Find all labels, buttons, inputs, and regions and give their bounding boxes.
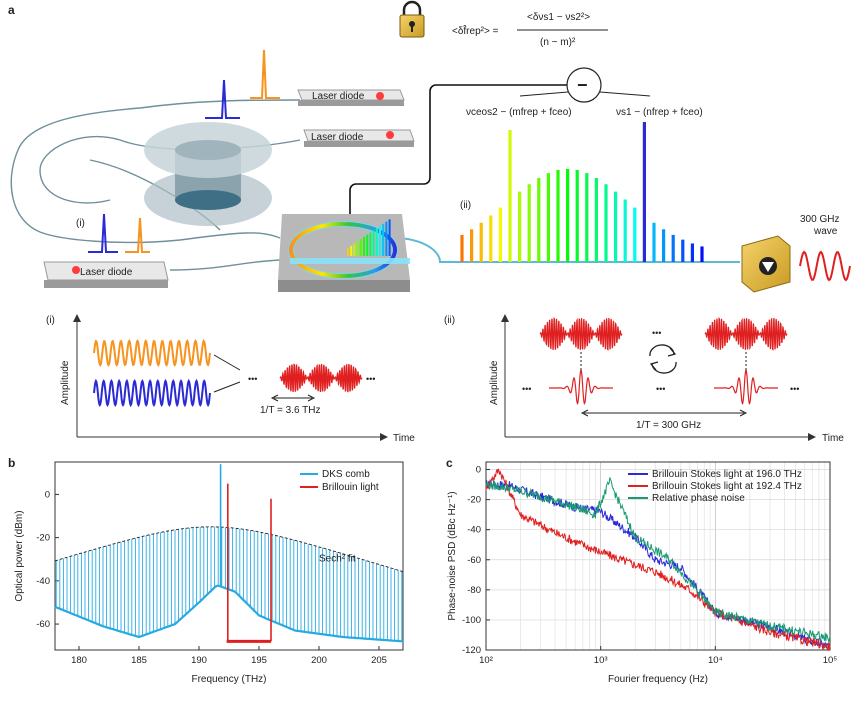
panel-ii-xlabel: Time — [822, 433, 844, 444]
legend-entry: Relative phase noise — [652, 493, 745, 504]
chart-c-ylabel: Phase-noise PSD (dBc Hz⁻¹) — [447, 491, 458, 620]
ellipsis-right-ii: ••• — [790, 384, 799, 394]
y-tick-label: -60 — [467, 555, 481, 566]
panel-i-ylabel: Amplitude — [60, 360, 71, 405]
output-label-2: wave — [813, 226, 838, 237]
y-tick-label: -40 — [36, 576, 50, 587]
laser-diode-3: Laser diode — [43, 261, 169, 288]
formula-lhs: <δf̂rep²> = — [452, 23, 499, 37]
beat-note-ii-right — [704, 317, 788, 351]
laser-spectra: (i) — [76, 49, 280, 253]
subtractor-circle: − — [566, 67, 602, 103]
x-tick-label: 10⁵ — [823, 655, 838, 666]
legend-entry: Brillouin Stokes light at 196.0 THz — [652, 469, 802, 480]
ellipsis-left-ii: ••• — [522, 384, 531, 394]
plot-frame — [485, 461, 831, 651]
psd-series-0 — [485, 480, 831, 649]
cycle-arrows-icon — [649, 344, 677, 374]
chart-b-xlabel: Frequency (THz) — [191, 674, 266, 685]
y-tick-label: -40 — [467, 525, 481, 536]
psd-series-2 — [485, 477, 831, 643]
y-tick-label: -60 — [36, 619, 50, 630]
beat-note-ii-left — [539, 317, 623, 351]
legend-entry: Brillouin Stokes light at 192.4 THz — [652, 481, 802, 492]
panel-ii: (ii) Amplitude Time ••• ••• ••• ••• 1/T … — [444, 314, 844, 444]
left-expression: νceos2 − (mfrep + fceo) — [466, 107, 572, 118]
right-expression: νs1 − (nfrep + fceo) — [616, 107, 703, 118]
period-label-i: 1/T = 3.6 THz — [260, 405, 321, 416]
chart-c-xlabel: Fourier frequency (Hz) — [608, 674, 708, 685]
period-label-ii: 1/T = 300 GHz — [636, 420, 701, 431]
laser-diode-1: Laser diode — [297, 89, 405, 106]
legend-entry: Brillouin light — [322, 482, 379, 493]
pulse-left — [549, 368, 613, 405]
photodiode — [741, 235, 791, 293]
ellipsis-left: ••• — [248, 374, 257, 384]
formula-denominator: (n − m)² — [540, 37, 576, 48]
y-tick-label: -80 — [467, 585, 481, 596]
ellipsis-top: ••• — [652, 328, 661, 338]
ellipsis-right: ••• — [366, 374, 375, 384]
comb-spectrum — [460, 122, 704, 262]
fiber-spool — [144, 122, 272, 226]
laser-diode-2-label: Laser diode — [311, 132, 364, 143]
minus-symbol: − — [577, 75, 588, 95]
chart-b: b 180 185 190 195 200 205 0 -20 -40 -60Frequency … — [8, 456, 404, 685]
y-tick-label: 0 — [45, 489, 50, 500]
y-tick-label: -20 — [36, 533, 50, 544]
panel-i-xlabel: Time — [393, 433, 415, 444]
blue-wave — [93, 378, 211, 408]
output-label-1: 300 GHz — [800, 214, 839, 225]
panel-a-label: a — [8, 3, 15, 17]
y-tick-label: -120 — [462, 645, 481, 656]
x-tick-label: 190 — [191, 655, 207, 666]
microresonator-chip — [278, 214, 410, 292]
pulse-right — [714, 368, 778, 405]
x-tick-label: 195 — [251, 655, 267, 666]
laser-diode-1-label: Laser diode — [312, 91, 365, 102]
x-tick-label: 200 — [311, 655, 327, 666]
x-tick-label: 10² — [479, 655, 493, 666]
formula-numerator: <δνs1 − νs2²> — [527, 12, 590, 23]
laser-diode-3-label: Laser diode — [80, 267, 133, 278]
dks-floor — [54, 584, 404, 643]
plot-frame — [54, 461, 404, 651]
feedback-cable — [349, 84, 567, 228]
marker-i: (i) — [76, 218, 85, 229]
x-tick-label: 185 — [131, 655, 147, 666]
terahertz-output-wave — [799, 250, 851, 282]
svg-text:b: b — [8, 456, 15, 470]
x-tick-label: 10³ — [594, 655, 608, 666]
orange-wave — [93, 339, 211, 367]
marker-ii: (ii) — [460, 200, 471, 211]
laser-diode-2: Laser diode — [303, 129, 415, 147]
panel-i-label: (i) — [46, 315, 55, 326]
sech2-fit-curve — [54, 526, 404, 573]
lock-icon — [399, 0, 425, 38]
sech2-annotation: Sech² fit — [319, 553, 356, 564]
x-tick-label: 205 — [371, 655, 387, 666]
x-tick-label: 180 — [71, 655, 87, 666]
y-tick-label: -20 — [467, 495, 481, 506]
panel-ii-label: (ii) — [444, 315, 455, 326]
ellipsis-mid-ii: ••• — [656, 384, 665, 394]
x-tick-label: 10⁴ — [708, 655, 723, 666]
legend-entry: DKS comb — [322, 469, 370, 480]
y-tick-label: 0 — [476, 465, 481, 476]
panel-ii-ylabel: Amplitude — [489, 360, 500, 405]
panel-i: (i) Amplitude Time ••• ••• 1/T = 3.6 THz — [46, 314, 415, 444]
arrow-right-in — [599, 91, 651, 97]
svg-text:c: c — [446, 456, 453, 470]
arrow-left-in — [519, 91, 569, 97]
chart-b-ylabel: Optical power (dBm) — [14, 510, 25, 601]
chart-c: c 10² 10³ 10⁴ 10⁵ 0 -20 -40 -60 -80 -100 -120Fouri… — [446, 456, 837, 685]
y-tick-label: -100 — [462, 615, 481, 626]
beat-note-i — [279, 363, 363, 393]
